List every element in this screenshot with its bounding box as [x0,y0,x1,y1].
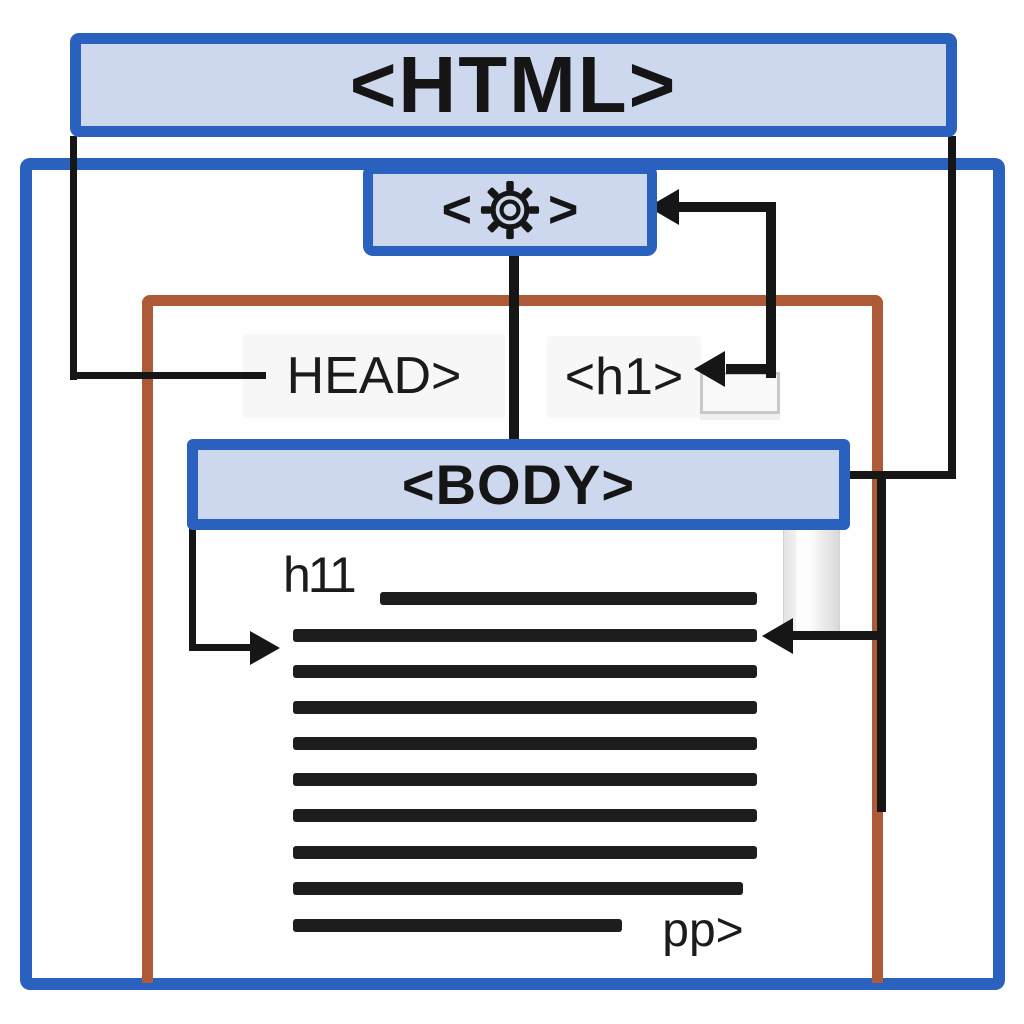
connector-html-to-head-vertical [70,136,77,380]
html-node: <HTML> [70,33,957,137]
paragraph-text-label: pp> [662,903,744,957]
h1-label-background [547,336,701,418]
connector-html-to-head-horizontal [70,372,266,379]
scrollbar-artifact [783,529,840,632]
connector-body-to-text-horizontal [189,644,253,651]
connector-html-to-body-horizontal [846,471,956,479]
gear-icon [480,180,540,240]
meta-close-bracket: > [548,181,579,239]
arrowhead-into-h1-icon [694,351,725,387]
arrowhead-into-text-left-icon [250,631,280,665]
arrowhead-into-text-right-icon [762,618,793,654]
body-node: <BODY> [187,439,850,530]
connector-right-to-text-vertical [877,471,886,812]
connector-body-to-text-vertical [189,527,196,651]
scrollbar-highlight [796,530,810,631]
connector-h1-to-meta-vertical [766,202,776,378]
connector-meta-to-body [509,252,519,442]
meta-open-bracket: < [441,181,472,239]
connector-right-to-text-horizontal [792,631,882,640]
html-node-label: <HTML> [349,40,678,129]
connector-html-to-body-vertical [948,136,956,479]
body-node-label: <BODY> [401,453,636,516]
h1-label: <h1> [564,348,684,406]
meta-node: < > [363,164,657,256]
head-label-background [243,334,505,418]
connector-h1-to-meta-bottom [726,364,776,374]
page-container-box [20,158,1005,990]
heading-text-label: h11 [283,547,357,603]
connector-h1-to-meta-top [676,202,776,212]
head-label: HEAD> [286,347,462,405]
